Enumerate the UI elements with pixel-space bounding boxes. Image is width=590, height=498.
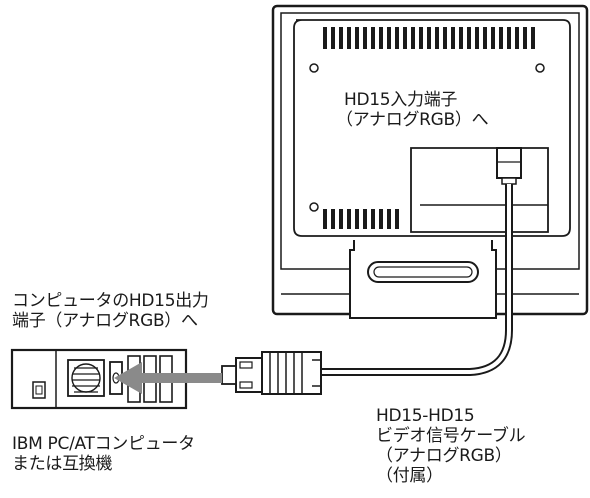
computer-port-label: コンピュータのHD15出力 端子（アナログRGB）へ xyxy=(12,291,209,331)
thumb-screw xyxy=(239,381,253,389)
bottom-vent-grille xyxy=(323,209,399,229)
label-line: HD15入力端子 xyxy=(344,90,458,110)
connection-arrow xyxy=(114,362,222,394)
label-line: IBM PC/ATコンピュータ xyxy=(12,434,195,454)
label-line: （アナログRGB） xyxy=(376,446,512,466)
screw-hole xyxy=(309,202,319,212)
monitor-side-plug xyxy=(496,147,522,179)
screw-hole xyxy=(309,63,319,73)
fan-grille xyxy=(67,359,105,397)
computer-label: IBM PC/ATコンピュータ または互換機 xyxy=(12,434,195,474)
label-line: （付属） xyxy=(376,466,443,486)
screw-hole xyxy=(535,63,545,73)
stand-handle-slot xyxy=(367,261,479,283)
cable-label: HD15-HD15 ビデオ信号ケーブル （アナログRGB） （付属） xyxy=(376,406,526,486)
power-socket xyxy=(32,381,46,399)
input-connector-panel xyxy=(410,147,549,233)
monitor-rear xyxy=(271,4,589,319)
monitor-port-label: HD15入力端子 （アナログRGB）へ xyxy=(336,90,489,130)
hd15-cable xyxy=(221,147,522,395)
label-line: （アナログRGB）へ xyxy=(336,110,489,130)
label-line: HD15-HD15 xyxy=(376,406,475,426)
label-line: ビデオ信号ケーブル xyxy=(376,426,526,446)
thumb-screw xyxy=(239,361,253,369)
label-line: 端子（アナログRGB）へ xyxy=(12,311,198,331)
label-line: または互換機 xyxy=(12,454,113,474)
label-line: コンピュータのHD15出力 xyxy=(12,291,209,311)
computer-side-plug xyxy=(221,351,322,395)
top-vent-grille xyxy=(323,27,535,49)
monitor-stand xyxy=(349,240,497,319)
